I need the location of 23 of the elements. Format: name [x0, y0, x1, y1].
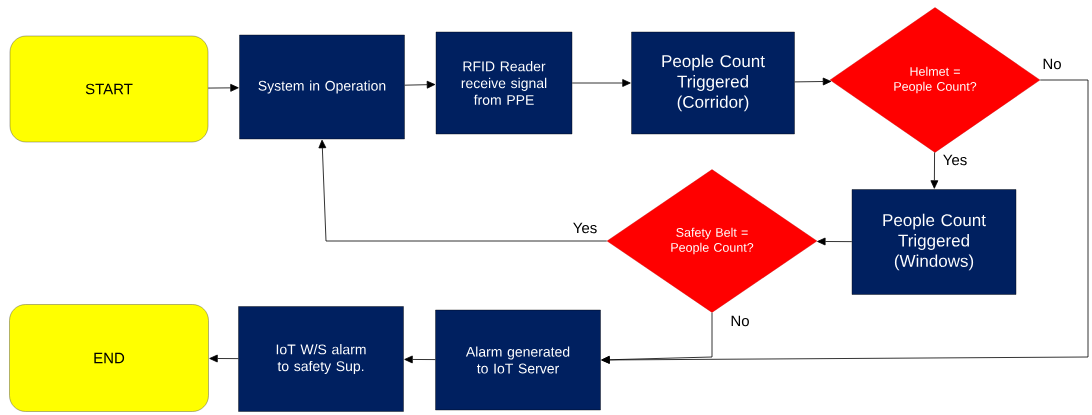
process-box: Alarm generated to IoT Server: [435, 309, 601, 411]
edge-label: Yes: [573, 222, 597, 234]
process-box: RFID Reader receive signal from PPE: [435, 31, 573, 135]
process-box: IoT W/S alarm to safety Sup.: [238, 306, 404, 412]
process-box: People Count Triggered (Corridor): [631, 31, 795, 135]
arrow: [794, 77, 832, 86]
arrow: [571, 79, 631, 87]
arrow: [207, 83, 239, 92]
arrow: [930, 152, 939, 189]
arrow: [601, 312, 713, 364]
edge-label: No: [1043, 58, 1061, 70]
terminal-box: END: [9, 304, 209, 412]
process-box: System in Operation: [239, 34, 405, 140]
terminal-box: START: [9, 35, 209, 143]
arrow: [404, 355, 436, 364]
edge-label: Yes: [943, 154, 967, 166]
arrow: [601, 79, 1089, 364]
arrow: [817, 237, 853, 246]
arrow: [404, 80, 436, 89]
arrow: [318, 139, 608, 242]
edge-label: No: [731, 315, 749, 327]
process-box: People Count Triggered (Windows): [851, 189, 1017, 295]
arrow: [209, 354, 239, 363]
